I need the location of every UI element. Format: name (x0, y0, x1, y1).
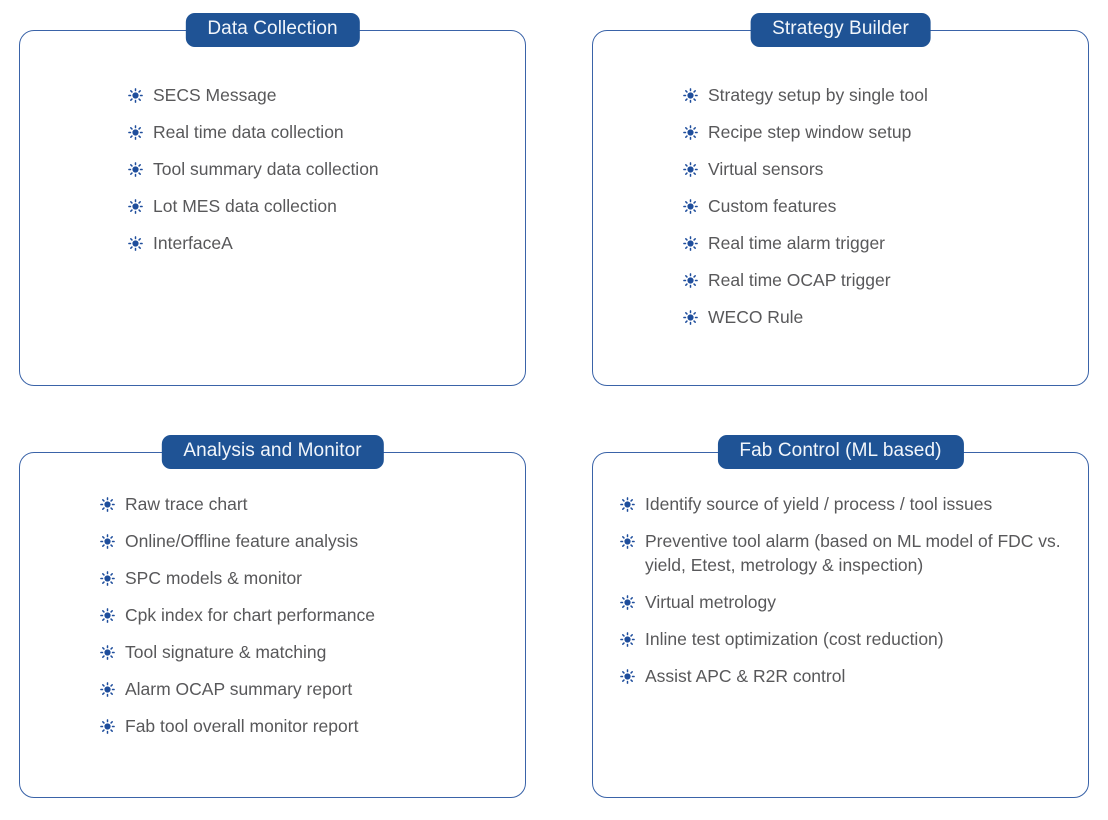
list-item: Virtual metrology (620, 590, 1075, 614)
list-item-label: Real time OCAP trigger (708, 270, 891, 290)
feature-list-analysis-and-monitor: Raw trace chart Online/Offline feature (100, 492, 375, 751)
list-item-label: Custom features (708, 196, 837, 216)
list-item: SECS Message (128, 83, 379, 107)
list-item-label: Virtual metrology (645, 592, 776, 612)
list-item-label: Inline test optimization (cost reduction… (645, 629, 944, 649)
card-strategy-builder: Strategy Builder Strategy setup by singl… (592, 13, 1089, 386)
card-data-collection: Data Collection (19, 13, 526, 386)
card-title-data-collection: Data Collection (185, 13, 360, 47)
list-item: Virtual sensors (683, 157, 928, 181)
radiating-dot-icon (128, 162, 143, 177)
radiating-dot-icon (620, 534, 635, 549)
card-title-fab-control: Fab Control (ML based) (717, 435, 964, 469)
radiating-dot-icon (683, 162, 698, 177)
list-item: Fab tool overall monitor report (100, 714, 375, 738)
list-item: WECO Rule (683, 305, 928, 329)
feature-list-fab-control: Identify source of yield / process / too… (620, 492, 1075, 701)
list-item: Alarm OCAP summary report (100, 677, 375, 701)
radiating-dot-icon (683, 88, 698, 103)
list-item-label: Online/Offline feature analysis (125, 531, 359, 551)
list-item: Real time OCAP trigger (683, 268, 928, 292)
list-item: Strategy setup by single tool (683, 83, 928, 107)
list-item: Cpk index for chart performance (100, 603, 375, 627)
list-item: Assist APC & R2R control (620, 664, 1075, 688)
list-item: Real time alarm trigger (683, 231, 928, 255)
list-item: Inline test optimization (cost reduction… (620, 627, 1075, 651)
list-item-label: Raw trace chart (125, 494, 248, 514)
list-item: Lot MES data collection (128, 194, 379, 218)
list-item: Preventive tool alarm (based on ML model… (620, 529, 1075, 577)
list-item-label: SECS Message (153, 85, 277, 105)
feature-list-data-collection: SECS Message Real time data collection (128, 83, 379, 268)
list-item: InterfaceA (128, 231, 379, 255)
radiating-dot-icon (100, 571, 115, 586)
radiating-dot-icon (683, 236, 698, 251)
radiating-dot-icon (100, 719, 115, 734)
radiating-dot-icon (683, 273, 698, 288)
card-title-strategy-builder: Strategy Builder (750, 13, 931, 47)
list-item-label: WECO Rule (708, 307, 804, 327)
list-item: Raw trace chart (100, 492, 375, 516)
list-item: Recipe step window setup (683, 120, 928, 144)
list-item: Online/Offline feature analysis (100, 529, 375, 553)
radiating-dot-icon (100, 608, 115, 623)
list-item-label: Tool summary data collection (153, 159, 379, 179)
radiating-dot-icon (683, 310, 698, 325)
list-item: SPC models & monitor (100, 566, 375, 590)
list-item-label: Tool signature & matching (125, 642, 327, 662)
list-item-label: Fab tool overall monitor report (125, 716, 359, 736)
list-item-label: Identify source of yield / process / too… (645, 494, 993, 514)
list-item: Real time data collection (128, 120, 379, 144)
radiating-dot-icon (128, 88, 143, 103)
radiating-dot-icon (100, 682, 115, 697)
radiating-dot-icon (100, 534, 115, 549)
card-title-analysis-and-monitor: Analysis and Monitor (161, 435, 384, 469)
list-item: Tool summary data collection (128, 157, 379, 181)
list-item-label: Lot MES data collection (153, 196, 337, 216)
list-item: Custom features (683, 194, 928, 218)
list-item-label: Real time data collection (153, 122, 344, 142)
card-fab-control: Fab Control (ML based) Identify source o… (592, 435, 1089, 798)
radiating-dot-icon (100, 645, 115, 660)
radiating-dot-icon (620, 669, 635, 684)
list-item-label: InterfaceA (153, 233, 233, 253)
feature-list-strategy-builder: Strategy setup by single tool Recipe st (683, 83, 928, 342)
list-item-label: Real time alarm trigger (708, 233, 885, 253)
radiating-dot-icon (620, 497, 635, 512)
radiating-dot-icon (128, 125, 143, 140)
list-item: Identify source of yield / process / too… (620, 492, 1075, 516)
list-item-label: Preventive tool alarm (based on ML model… (645, 531, 1061, 575)
radiating-dot-icon (620, 632, 635, 647)
list-item: Tool signature & matching (100, 640, 375, 664)
list-item-label: Alarm OCAP summary report (125, 679, 353, 699)
list-item-label: Recipe step window setup (708, 122, 912, 142)
radiating-dot-icon (128, 236, 143, 251)
list-item-label: Virtual sensors (708, 159, 824, 179)
list-item-label: Assist APC & R2R control (645, 666, 846, 686)
radiating-dot-icon (128, 199, 143, 214)
radiating-dot-icon (683, 125, 698, 140)
list-item-label: SPC models & monitor (125, 568, 303, 588)
list-item-label: Cpk index for chart performance (125, 605, 375, 625)
radiating-dot-icon (100, 497, 115, 512)
radiating-dot-icon (620, 595, 635, 610)
radiating-dot-icon (683, 199, 698, 214)
list-item-label: Strategy setup by single tool (708, 85, 928, 105)
card-analysis-and-monitor: Analysis and Monitor Raw trace chart (19, 435, 526, 798)
